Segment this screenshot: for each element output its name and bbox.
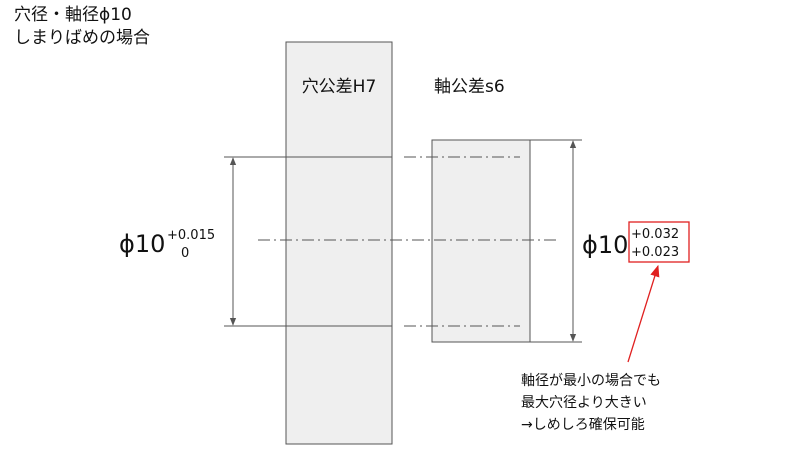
callout-arrow [627,264,660,363]
title-line-2: しまりばめの場合 [14,28,150,48]
hole-tolerance-label: 穴公差H7 [302,77,377,97]
hole-dimension-value: ϕ10 [119,230,165,258]
hole-lower-deviation: 0 [181,246,189,261]
diagram-title: 穴径・軸径ϕ10 しまりばめの場合 [14,4,150,50]
hole-upper-deviation: +0.015 [167,228,215,243]
shaft-block [431,139,531,343]
callout-note: 軸径が最小の場合でも 最大穴径より大きい →しめしろ確保可能 [521,370,661,436]
note-line-3: →しめしろ確保可能 [521,417,645,433]
note-line-2: 最大穴径より大きい [521,395,647,411]
title-line-1: 穴径・軸径ϕ10 [14,5,132,25]
shaft-dimension-value: ϕ10 [582,231,628,259]
shaft-tolerance-label: 軸公差s6 [434,77,505,97]
shaft-lower-deviation: +0.023 [631,245,679,260]
shaft-deviation-highlight-box [628,221,690,263]
shaft-upper-deviation: +0.032 [631,227,679,242]
note-line-1: 軸径が最小の場合でも [521,373,661,389]
hole-block [285,41,393,445]
